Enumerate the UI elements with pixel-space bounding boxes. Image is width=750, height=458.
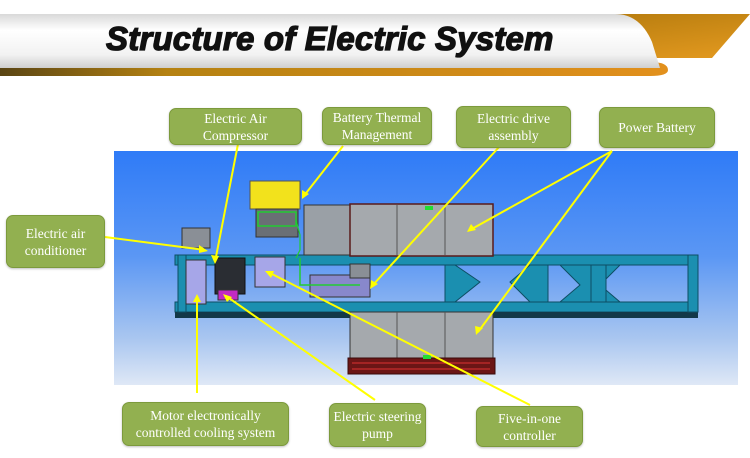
- leader-power-battery-upper: [469, 150, 613, 231]
- label-electric-air-conditioner: Electric air conditioner: [6, 215, 105, 268]
- label-five-in-one-controller: Five-in-one controller: [476, 406, 583, 447]
- arrowhead-icon: [265, 271, 274, 278]
- leader-air-conditioner: [104, 236, 206, 251]
- power-battery-upper: [303, 203, 494, 257]
- arrowhead-icon: [475, 326, 483, 335]
- chassis-truss-2: [509, 264, 549, 303]
- arrowhead-icon: [370, 280, 378, 289]
- leader-arrowheads: [193, 190, 483, 335]
- title-banner: Structure of Electric System: [0, 0, 750, 80]
- leader-drive-assembly: [371, 145, 501, 287]
- page-title: Structure of Electric System: [105, 19, 554, 57]
- label-electric-drive-assembly: Electric drive assembly: [456, 106, 571, 148]
- arrowhead-icon: [199, 245, 208, 253]
- arrowhead-icon: [193, 294, 201, 302]
- leader-lines: [104, 143, 613, 406]
- chassis-frame: [174, 254, 699, 318]
- label-motor-cooling-system: Motor electronically controlled cooling …: [122, 402, 289, 446]
- arrowhead-icon: [467, 224, 476, 232]
- leader-steering-pump: [225, 295, 376, 401]
- arrowhead-icon: [302, 190, 309, 199]
- arrowhead-icon: [211, 255, 219, 264]
- power-battery-lower: [347, 311, 496, 375]
- chassis-truss-3: [558, 264, 622, 303]
- leader-five-in-one: [267, 271, 531, 406]
- label-electric-steering-pump: Electric steering pump: [329, 403, 426, 447]
- banner-graphic: [0, 14, 750, 76]
- leader-air-compressor: [214, 143, 239, 263]
- chassis-front-end: [177, 254, 187, 313]
- label-power-battery: Power Battery: [599, 107, 715, 148]
- chassis-cross-member: [590, 264, 607, 303]
- label-battery-thermal-management: Battery Thermal Management: [322, 107, 432, 145]
- battery-thermal-unit: [249, 180, 301, 259]
- leader-battery-thermal: [302, 145, 344, 198]
- label-electric-air-compressor: Electric Air Compressor: [169, 108, 302, 145]
- chassis-lower-rail: [174, 301, 699, 313]
- front-components: [181, 227, 371, 305]
- chassis-truss-1: [444, 264, 481, 303]
- chassis-rear-end: [687, 254, 699, 313]
- arrowhead-icon: [223, 294, 232, 302]
- banner-silver-bar: [0, 14, 660, 68]
- leader-power-battery-lower: [477, 150, 613, 333]
